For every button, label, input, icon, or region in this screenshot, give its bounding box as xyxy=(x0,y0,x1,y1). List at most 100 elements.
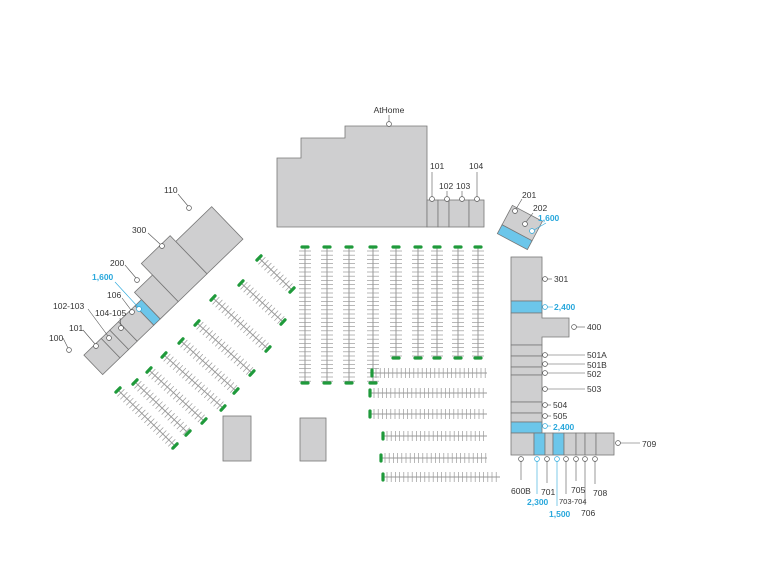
parking-stall xyxy=(277,316,285,324)
unit-label-708: 708 xyxy=(593,488,607,498)
parking-stall xyxy=(173,418,181,427)
suite-501a[interactable] xyxy=(510,344,543,357)
marker-100 xyxy=(66,347,72,353)
parking-stall xyxy=(255,296,263,304)
parking-stall xyxy=(230,384,238,393)
outparcel-building-west[interactable] xyxy=(222,415,252,462)
suite-709[interactable] xyxy=(595,432,615,456)
unit-label-706: 706 xyxy=(581,508,595,518)
parking-island xyxy=(237,279,245,287)
suite-502[interactable] xyxy=(510,366,543,376)
parking-stall xyxy=(137,383,145,392)
parking-stall xyxy=(279,277,287,286)
marker-600b xyxy=(518,456,524,462)
suite-600b[interactable] xyxy=(510,432,535,456)
parking-island xyxy=(209,294,217,302)
parking-stall xyxy=(151,371,159,380)
marker-1500 xyxy=(554,456,560,462)
available-suite-703-704[interactable] xyxy=(552,432,565,456)
parking-stall xyxy=(239,322,248,331)
unit-label-400: 400 xyxy=(587,322,601,332)
unit-label-503: 503 xyxy=(587,384,601,394)
available-suite-701[interactable] xyxy=(533,432,546,456)
parking-stall xyxy=(196,321,204,330)
suite-702[interactable] xyxy=(544,432,554,456)
parking-island xyxy=(160,351,168,359)
parking-island xyxy=(264,345,272,353)
marker-503 xyxy=(542,386,548,392)
unit-label-300: 300 xyxy=(132,225,146,235)
parking-stall xyxy=(224,308,232,317)
marker-104 xyxy=(474,196,480,202)
marker-703-704 xyxy=(563,456,569,462)
marker-202 xyxy=(522,221,528,227)
parking-stall xyxy=(233,316,242,325)
available-label-2400-lower: 2,400 xyxy=(553,422,575,432)
parking-stall xyxy=(220,376,228,385)
unit-label-703-704: 703-704 xyxy=(559,497,587,506)
parking-stall xyxy=(168,439,176,447)
marker-2300 xyxy=(534,456,540,462)
parking-stall xyxy=(271,310,279,319)
marker-705 xyxy=(573,456,579,462)
suite-505[interactable] xyxy=(510,412,543,423)
parking-stall xyxy=(178,367,187,376)
parking-stall xyxy=(246,366,254,375)
suite-400[interactable] xyxy=(510,312,570,346)
parking-stall xyxy=(191,408,199,417)
suite-102-north[interactable] xyxy=(437,199,450,228)
unit-label-104: 104 xyxy=(469,161,483,171)
parking-stall xyxy=(164,410,172,418)
parking-stall xyxy=(163,353,171,362)
suite-101-north[interactable] xyxy=(426,199,439,228)
parking-stall xyxy=(221,344,229,353)
parking-stall xyxy=(163,383,171,391)
suite-504[interactable] xyxy=(510,401,543,414)
suite-705[interactable] xyxy=(563,432,577,456)
parking-island xyxy=(114,386,122,394)
parking-row xyxy=(240,282,284,323)
parking-stall xyxy=(216,401,224,410)
parking-stall xyxy=(123,394,131,403)
suite-100[interactable] xyxy=(83,337,121,376)
marker-101n xyxy=(429,196,435,202)
suite-104-north[interactable] xyxy=(468,199,485,228)
suite-503[interactable] xyxy=(510,374,543,403)
parking-row xyxy=(117,389,176,447)
parking-stall xyxy=(188,405,196,414)
parking-stall xyxy=(188,376,196,385)
parking-stall xyxy=(252,293,260,302)
parking-stall xyxy=(158,404,166,412)
suite-301[interactable] xyxy=(510,256,543,302)
parking-stall xyxy=(197,384,205,393)
parking-stall xyxy=(179,397,187,406)
parking-stall xyxy=(176,421,184,430)
unit-label-504: 504 xyxy=(553,400,567,410)
available-suite-202[interactable] xyxy=(496,224,533,251)
unit-label-301: 301 xyxy=(554,274,568,284)
unit-label-600b: 600B xyxy=(511,486,531,496)
suite-103-north[interactable] xyxy=(448,199,470,228)
parking-stall xyxy=(208,333,217,341)
anchor-athome-building[interactable] xyxy=(276,125,428,228)
suite-501b[interactable] xyxy=(510,355,543,368)
parking-stall xyxy=(242,364,251,373)
available-suite-2400-upper[interactable] xyxy=(510,300,543,314)
parking-stall xyxy=(267,307,276,316)
parking-island xyxy=(131,378,139,386)
parking-island xyxy=(184,429,192,437)
parking-stall xyxy=(202,359,210,368)
marker-502 xyxy=(542,370,548,376)
available-label-1500: 1,500 xyxy=(549,509,571,519)
suite-706[interactable] xyxy=(575,432,586,456)
unit-label-502: 502 xyxy=(587,369,601,379)
parking-stall xyxy=(226,382,235,391)
parking-stall xyxy=(214,338,223,347)
outparcel-building-east[interactable] xyxy=(299,417,327,462)
suite-708[interactable] xyxy=(584,432,597,456)
parking-stall xyxy=(258,256,266,265)
marker-2400-lower xyxy=(542,423,548,429)
available-suite-2400-lower[interactable] xyxy=(510,421,543,434)
parking-stall xyxy=(264,262,272,271)
